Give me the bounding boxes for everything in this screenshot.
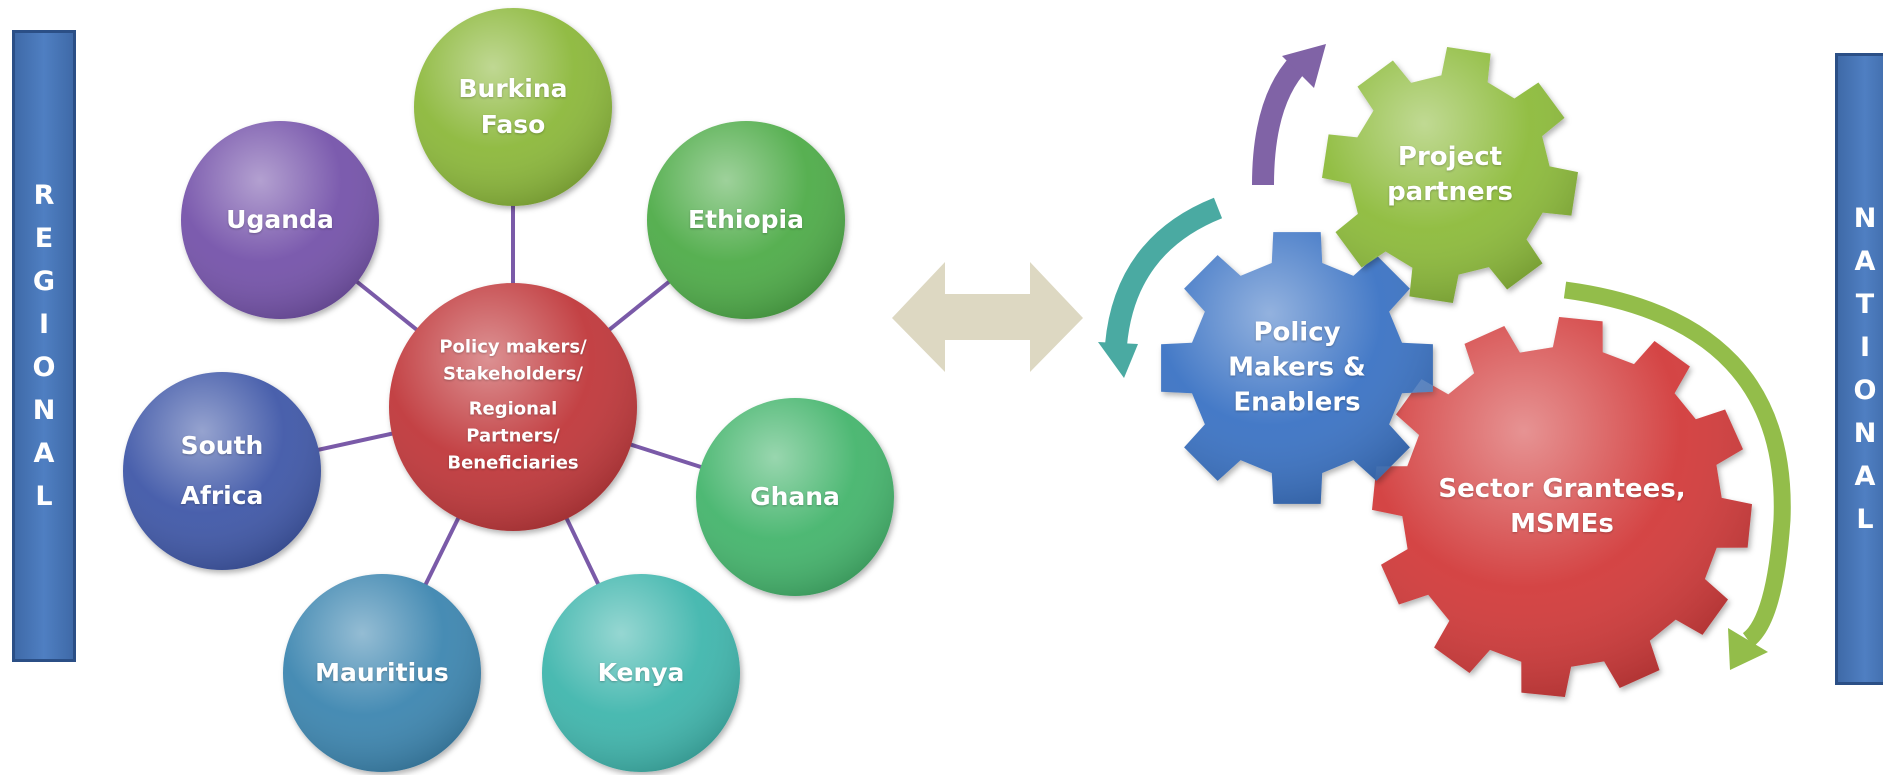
node-label-line: Faso	[480, 110, 546, 139]
cycle-arrow-green-head	[1728, 628, 1768, 670]
regional-letter: A	[33, 438, 55, 469]
node-label-ethiopia: Ethiopia	[688, 202, 804, 238]
hub-label: Policy makers/ Stakeholders/ Regional Pa…	[439, 334, 586, 477]
node-gloss-overlay	[542, 574, 740, 772]
regional-letter: G	[32, 266, 56, 297]
node-label-line: Burkina	[458, 74, 568, 103]
cycle-arrows	[1098, 44, 1791, 670]
national-letter: N	[1853, 203, 1877, 234]
gear-gloss-overlay	[1372, 317, 1752, 697]
node-label-burkina-faso: Burkina Faso	[458, 71, 567, 143]
cycle-arrow-teal	[1105, 197, 1223, 347]
hub-label-line: Partners/	[466, 425, 560, 447]
cycle-arrow-teal-head	[1098, 342, 1138, 378]
node-label-line: Ghana	[750, 482, 840, 511]
node-gloss-overlay	[389, 283, 637, 531]
hub-label-line: Policy makers/	[439, 336, 587, 358]
gear-label-line: Policy	[1253, 317, 1341, 348]
node-gloss-overlay	[123, 372, 321, 570]
node-gloss-overlay	[647, 121, 845, 319]
node-label-line: South	[180, 431, 264, 460]
gear-label-policy-makers: Policy Makers & Enablers	[1228, 316, 1366, 421]
node-gloss-overlay	[181, 121, 379, 319]
national-letter: L	[1856, 504, 1874, 535]
national-letter: T	[1855, 289, 1875, 320]
hub-label-line: Beneficiaries	[447, 452, 579, 474]
regional-letter: L	[35, 481, 53, 512]
hub-label-line: Regional	[468, 398, 558, 420]
regional-bar: R E G I O N A L	[12, 30, 76, 662]
node-gloss	[123, 8, 894, 772]
gear-gloss-overlay	[1322, 47, 1578, 303]
gear-label-line: Enablers	[1233, 387, 1361, 418]
gear-label-line: Project	[1397, 142, 1503, 172]
gear-label-sector-grantees: Sector Grantees, MSMEs	[1438, 472, 1685, 542]
regional-letter: N	[32, 395, 56, 426]
node-label-kenya: Kenya	[598, 655, 685, 691]
gear-gloss-overlay	[1161, 232, 1433, 504]
gear-label-line: Makers &	[1228, 352, 1366, 383]
node-gloss-overlay	[283, 574, 481, 772]
cycle-arrow-purple-head	[1282, 44, 1326, 88]
node-label-south-africa: South Africa	[181, 421, 264, 521]
node-gloss-overlay	[696, 398, 894, 596]
node-label-line: Africa	[180, 481, 264, 510]
hub-label-line: Stakeholders/	[442, 363, 584, 385]
cycle-arrow-purple	[1252, 54, 1309, 186]
node-label-line: Ethiopia	[688, 205, 804, 234]
national-letter: I	[1859, 332, 1871, 363]
node-label-mauritius: Mauritius	[315, 655, 449, 691]
node-gloss-overlay	[414, 8, 612, 206]
gear-label-project-partners: Project partners	[1387, 140, 1513, 210]
regional-letter: E	[34, 223, 54, 254]
national-letter: N	[1853, 418, 1877, 449]
double-arrow-icon	[892, 262, 1083, 372]
regional-letter: R	[33, 180, 55, 211]
regional-letter: I	[38, 309, 50, 340]
node-label-line: Kenya	[597, 658, 685, 687]
regional-letter: O	[32, 352, 56, 383]
node-label-line: Mauritius	[315, 658, 449, 687]
gear-label-line: MSMEs	[1510, 509, 1614, 539]
national-letter: O	[1853, 375, 1877, 406]
node-label-ghana: Ghana	[750, 479, 840, 515]
node-label-uganda: Uganda	[226, 202, 334, 238]
national-bar: N A T I O N A L	[1835, 53, 1883, 685]
gear-label-line: Sector Grantees,	[1438, 474, 1686, 504]
national-letter: A	[1854, 461, 1876, 492]
gear-label-line: partners	[1387, 177, 1513, 207]
cycle-arrow-green	[1563, 281, 1791, 647]
node-label-line: Uganda	[226, 205, 334, 234]
national-letter: A	[1854, 246, 1876, 277]
